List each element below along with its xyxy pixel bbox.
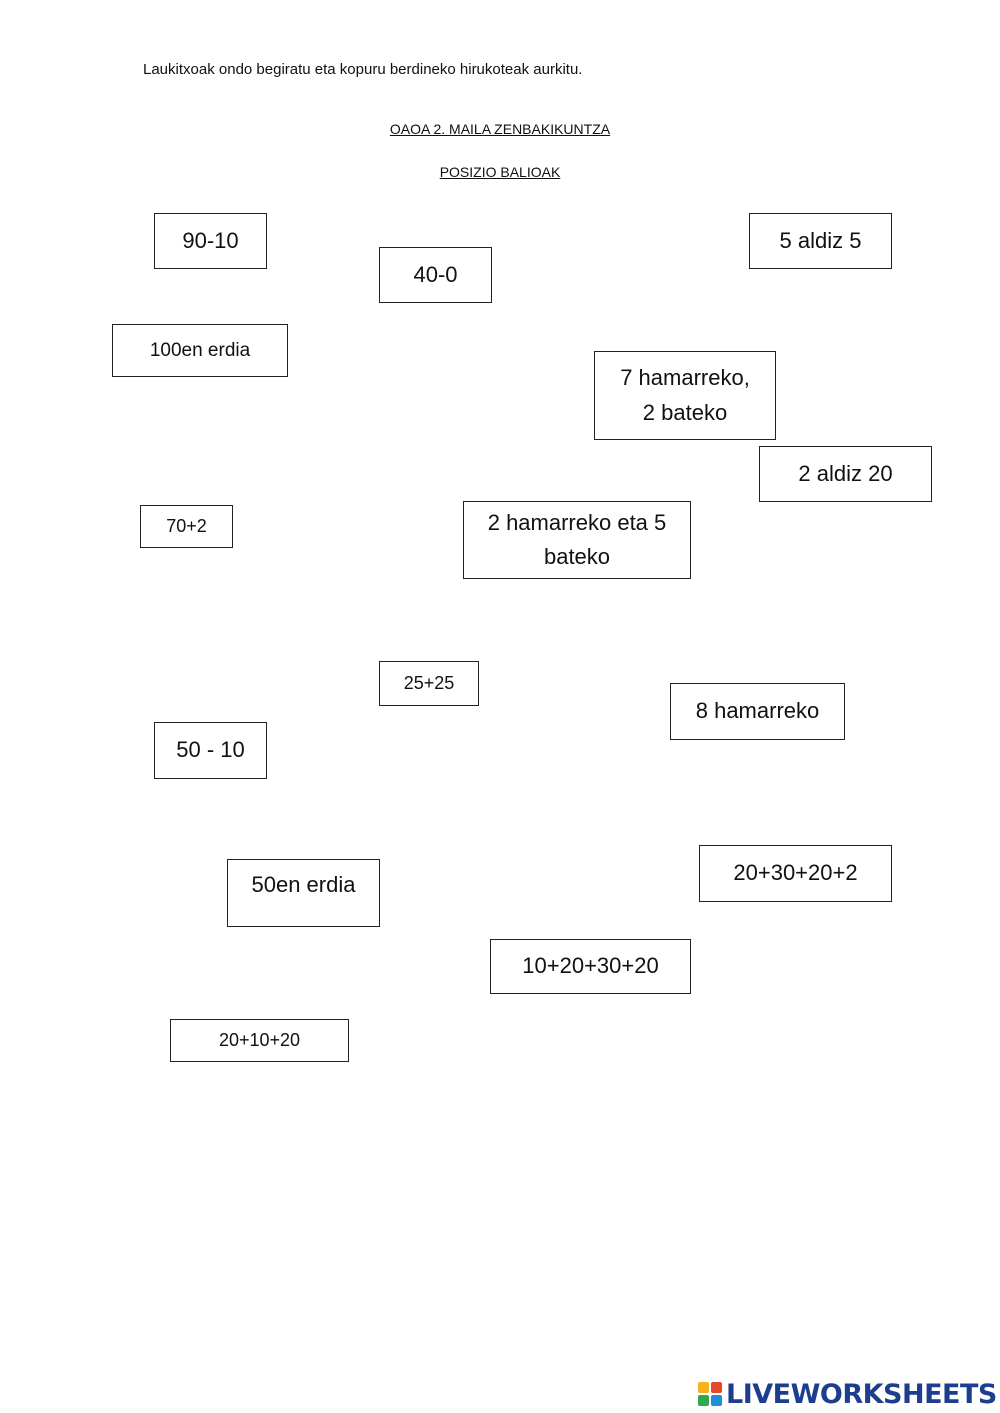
number-card[interactable]: 40-0 bbox=[379, 247, 492, 303]
number-card[interactable]: 2 aldiz 20 bbox=[759, 446, 932, 502]
logo-tile bbox=[698, 1395, 709, 1406]
number-card[interactable]: 25+25 bbox=[379, 661, 479, 706]
liveworksheets-logo[interactable]: LIVEWORKSHEETS bbox=[698, 1378, 997, 1410]
number-card[interactable]: 70+2 bbox=[140, 505, 233, 548]
logo-tile bbox=[698, 1382, 709, 1393]
number-card[interactable]: 90-10 bbox=[154, 213, 267, 269]
number-card[interactable]: 10+20+30+20 bbox=[490, 939, 691, 994]
number-card[interactable]: 20+10+20 bbox=[170, 1019, 349, 1062]
logo-tile bbox=[711, 1395, 722, 1406]
logo-tile bbox=[711, 1382, 722, 1393]
number-card[interactable]: 2 hamarreko eta 5 bateko bbox=[463, 501, 691, 579]
number-card[interactable]: 8 hamarreko bbox=[670, 683, 845, 740]
worksheet-subtitle: POSIZIO BALIOAK bbox=[439, 164, 561, 180]
number-card[interactable]: 50 - 10 bbox=[154, 722, 267, 779]
number-card[interactable]: 7 hamarreko, 2 bateko bbox=[594, 351, 776, 440]
logo-text: LIVEWORKSHEETS bbox=[726, 1378, 997, 1410]
liveworksheets-logo-icon bbox=[698, 1382, 722, 1406]
instruction-text: Laukitxoak ondo begiratu eta kopuru berd… bbox=[143, 61, 583, 78]
number-card[interactable]: 5 aldiz 5 bbox=[749, 213, 892, 269]
worksheet-title: OAOA 2. MAILA ZENBAKIKUNTZA bbox=[389, 121, 611, 137]
number-card[interactable]: 100en erdia bbox=[112, 324, 288, 377]
number-card[interactable]: 50en erdia bbox=[227, 859, 380, 927]
number-card[interactable]: 20+30+20+2 bbox=[699, 845, 892, 902]
